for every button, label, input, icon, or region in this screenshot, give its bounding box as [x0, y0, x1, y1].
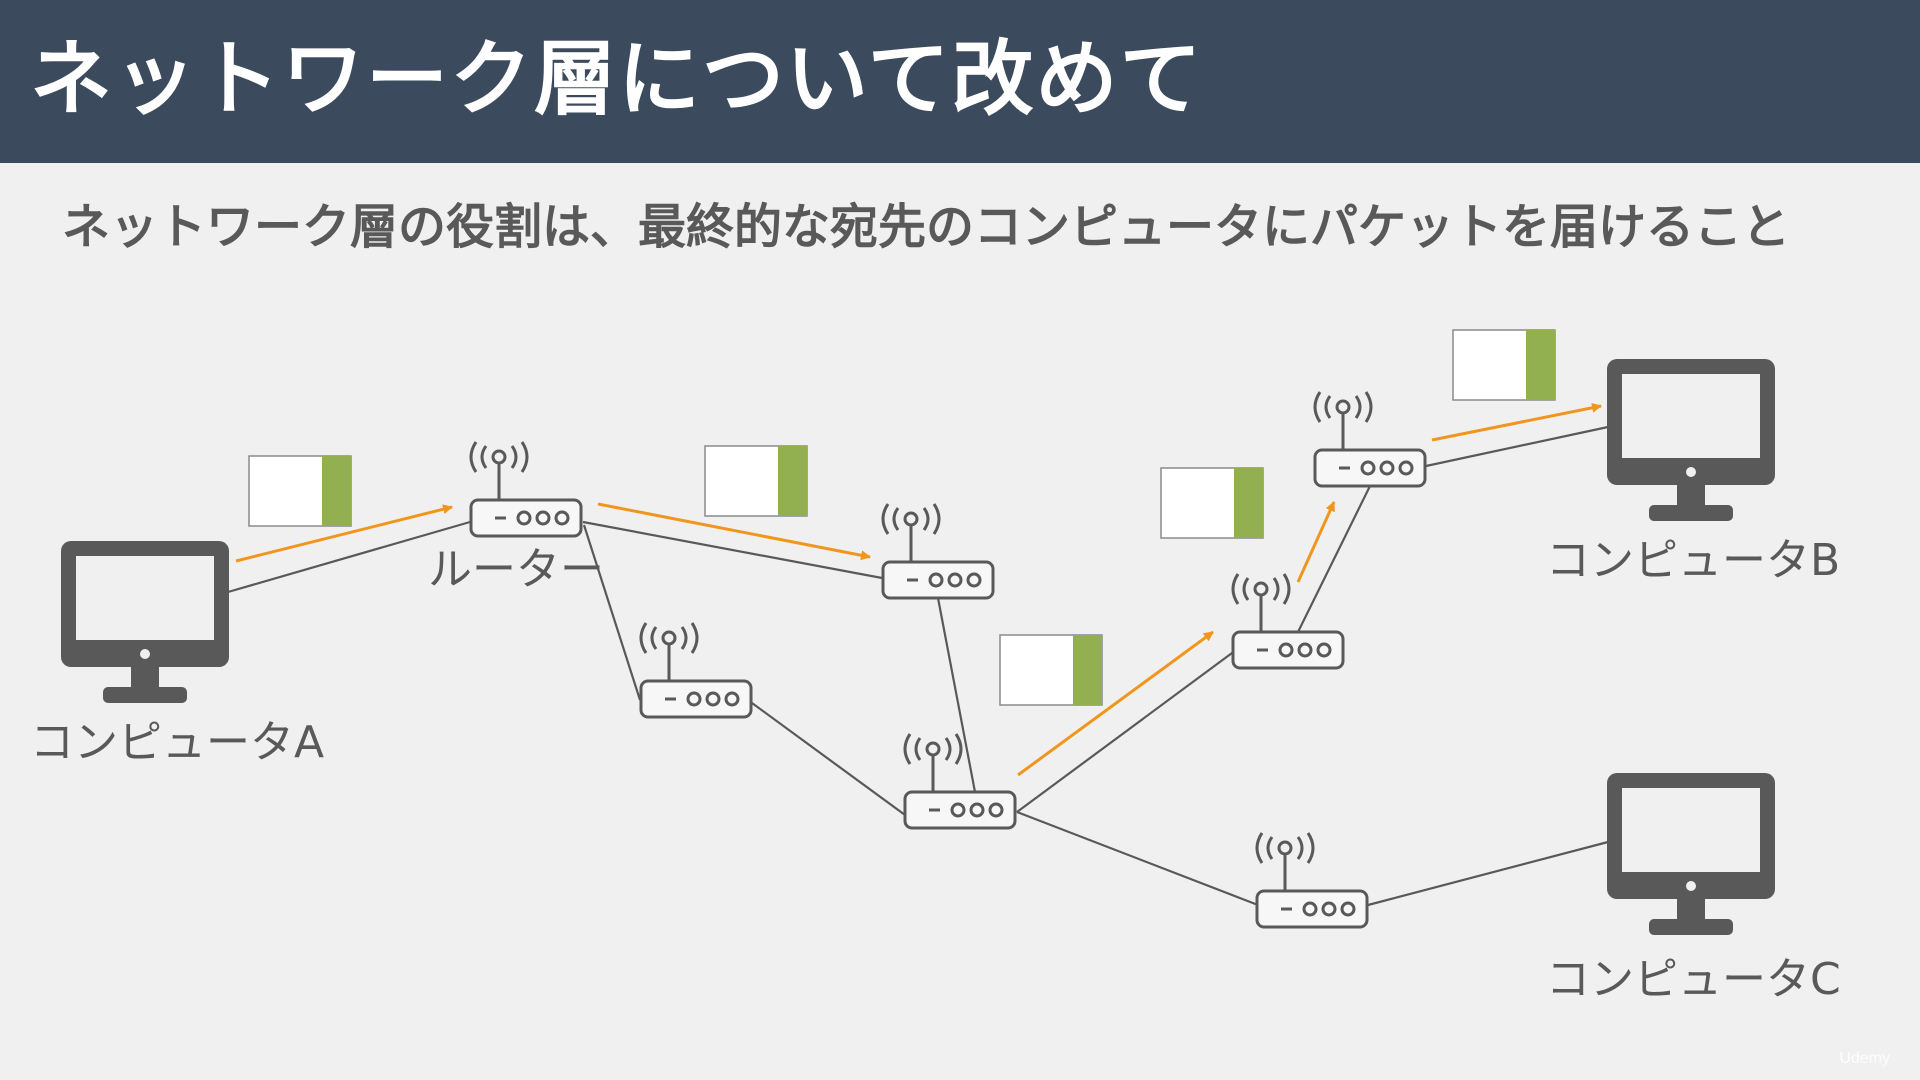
computer-c-icon — [1607, 773, 1775, 935]
link-router-1-router-3 — [582, 524, 642, 701]
packet-icon — [1160, 467, 1264, 539]
router-icon — [881, 502, 995, 600]
router-icon — [1255, 831, 1369, 929]
route-arrow-1 — [235, 504, 453, 563]
computer-c-label: コンピュータC — [1546, 954, 1841, 1005]
packet-icon — [704, 445, 808, 517]
router-icon — [903, 732, 1017, 830]
computer-a-icon — [61, 541, 229, 703]
link-pc-a-router-1 — [227, 520, 471, 594]
computer-b-icon — [1607, 359, 1775, 521]
udemy-logo: Udemy — [1839, 1050, 1890, 1067]
router-icon — [1313, 390, 1427, 488]
route-arrow-5 — [1431, 402, 1602, 442]
link-router-4-router-5 — [1016, 652, 1233, 813]
slide-subtitle: ネットワーク層の役割は、最終的な宛先のコンピュータにパケットを届けること — [62, 199, 1791, 255]
network-links — [227, 425, 1609, 907]
route-arrow-3 — [1017, 630, 1214, 777]
router-icon — [1231, 572, 1345, 670]
link-router-4-router-7 — [1016, 810, 1259, 907]
packet-icon — [999, 634, 1103, 706]
link-router-7-pc-c — [1367, 840, 1609, 907]
link-router-6-pc-b — [1425, 425, 1609, 468]
link-router-2-router-4 — [936, 597, 977, 793]
packet-icon — [248, 455, 352, 527]
slide-title: ネットワーク層について改めて — [30, 32, 1204, 127]
packet-icon — [1452, 329, 1556, 401]
computer-a-label: コンピュータA — [30, 717, 324, 768]
route-arrow-2 — [597, 502, 871, 561]
packet-route — [235, 402, 1602, 777]
computer-b-label: コンピュータB — [1546, 535, 1840, 586]
link-router-3-router-4 — [751, 702, 906, 816]
route-arrow-4 — [1296, 501, 1336, 583]
link-router-5-router-6 — [1297, 485, 1371, 633]
router-icon — [469, 440, 583, 538]
title-bar: ネットワーク層について改めて — [0, 0, 1920, 163]
router-icon — [639, 621, 753, 719]
link-router-1-router-2 — [582, 520, 883, 580]
router-label: ルーター — [428, 544, 604, 595]
